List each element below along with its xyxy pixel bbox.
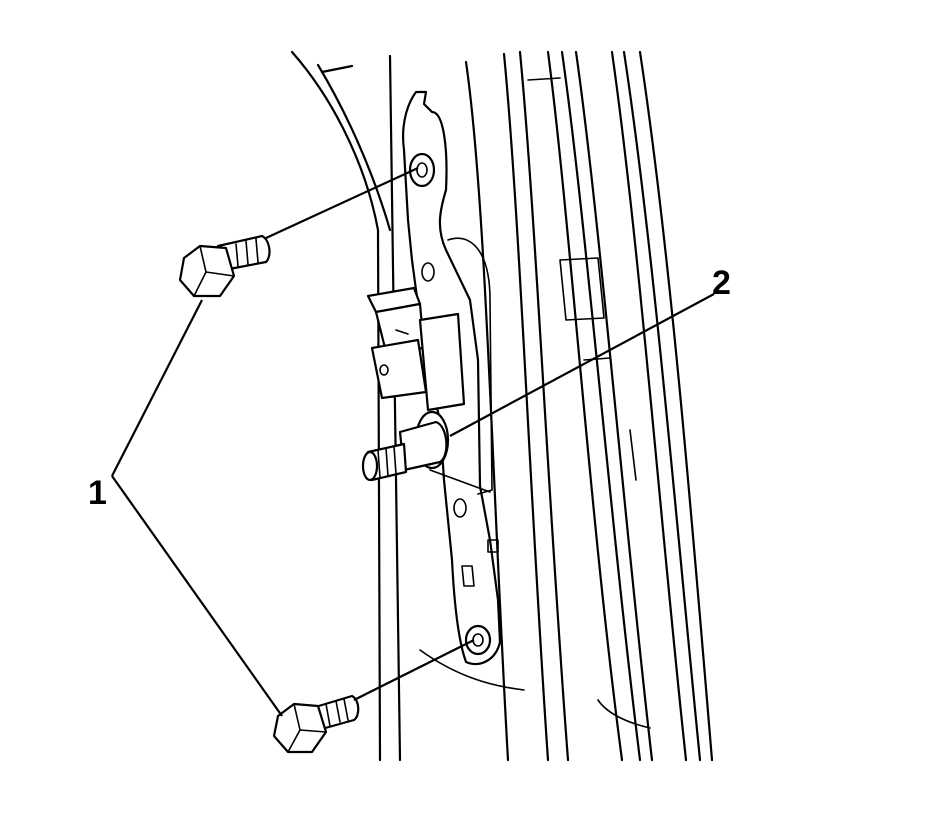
callout-1-leader-lower	[111, 475, 283, 717]
callout-label-2: 2	[712, 264, 731, 302]
callout-label-1: 1	[88, 474, 107, 512]
leader-lines	[111, 167, 715, 717]
latch-connector	[366, 286, 466, 412]
striker-stud	[361, 410, 450, 482]
callout-1-leader-upper	[111, 299, 203, 477]
lower-bolt	[272, 694, 360, 754]
lower-bolt-alignment-line	[353, 639, 475, 701]
upper-bolt-alignment-line	[265, 167, 419, 239]
callout-2-leader	[449, 293, 715, 437]
upper-bolt	[178, 234, 271, 298]
door-pillar	[290, 50, 714, 762]
striker-plate	[402, 90, 502, 666]
